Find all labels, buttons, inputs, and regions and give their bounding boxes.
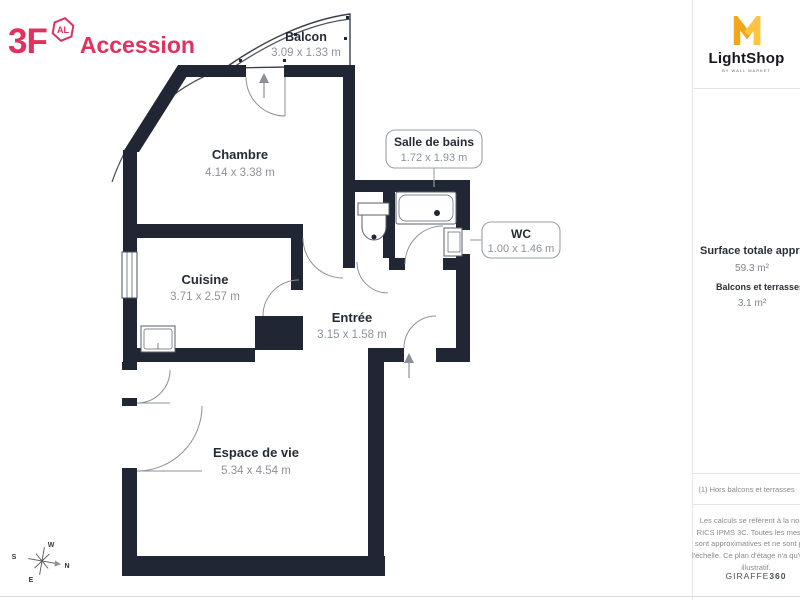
callout-wc: WC 1.00 x 1.46 m [470, 221, 561, 259]
giraffe360-credit: GIRAFFE360 [692, 571, 800, 581]
sdb-dims: 1.72 x 1.93 m [401, 152, 468, 164]
surface-total-title: Surface totale approximative [700, 245, 800, 257]
credit-bold: 360 [769, 571, 787, 581]
compass-n: N [64, 563, 69, 570]
chambre-name: Chambre [212, 147, 268, 162]
room-label-entree: Entrée 3.15 x 1.58 m [317, 310, 387, 341]
callout-salle-de-bains: Salle de bains 1.72 x 1.93 m [385, 129, 483, 187]
espace-name: Espace de vie [213, 445, 299, 460]
wc-name: WC [511, 227, 531, 241]
compass-w: W [48, 542, 55, 549]
brand-3f-wordmark: 3F [8, 22, 48, 61]
surface-total-value: 59.3 m² [735, 263, 769, 274]
walls [122, 65, 470, 576]
north-pointer [54, 560, 61, 567]
terrace-value: 3.1 m² [737, 298, 767, 309]
terrace-title: Balcons et terrasses [715, 282, 800, 292]
sdb-name: Salle de bains [394, 135, 474, 149]
balcony-arrow [259, 73, 269, 98]
sidebar-divider [692, 0, 693, 600]
door-arcs [136, 76, 444, 472]
room-label-cuisine: Cuisine 3.71 x 2.57 m [170, 272, 240, 303]
balcon-name: Balcon [285, 30, 327, 44]
floorplan-drawing: Balcon 3.09 x 1.33 m Chambre 4.14 x 3.38… [12, 13, 561, 584]
cuisine-name: Cuisine [182, 272, 229, 287]
wc-dims: 1.00 x 1.46 m [488, 243, 555, 255]
disclaimer-text: Les calculs se réfèrent à la norme RICS … [692, 516, 800, 572]
balcony-railing [227, 18, 351, 72]
footnote-text: (1) Hors balcons et terrasses [698, 484, 795, 494]
cuisine-dims: 3.71 x 2.57 m [170, 291, 240, 303]
toilet [357, 202, 390, 241]
espace-dims: 5.34 x 4.54 m [221, 465, 291, 477]
compass-s: S [12, 554, 17, 561]
balcon-dims: 3.09 x 1.33 m [271, 47, 341, 59]
compass-e: E [29, 577, 34, 584]
page-bottom-border [0, 596, 800, 597]
window-kitchen [121, 251, 138, 299]
room-label-chambre: Chambre 4.14 x 3.38 m [205, 147, 275, 179]
badge-text: AL [57, 25, 69, 35]
kitchen-sink [140, 325, 176, 353]
compass-rose: N E S W [12, 542, 70, 584]
entree-dims: 3.15 x 1.58 m [317, 329, 387, 341]
lightshop-wordmark: LightShop [708, 49, 785, 67]
room-label-balcon: Balcon 3.09 x 1.33 m [271, 30, 341, 59]
lightshop-logo: LightShop BY WALL MARKET [693, 0, 800, 89]
washbasin [443, 227, 463, 257]
chambre-dims: 4.14 x 3.38 m [205, 167, 275, 179]
brand-accession-wordmark: Accession [79, 32, 195, 58]
hexagon-badge-icon: AL [50, 16, 76, 43]
brand-3f-accession: 3F AL Accession [8, 16, 195, 59]
balcony-floor [222, 13, 351, 69]
room-label-espace-de-vie: Espace de vie 5.34 x 4.54 m [213, 445, 299, 477]
footnote-box: (1) Hors balcons et terrasses [693, 473, 800, 505]
lightshop-tagline: BY WALL MARKET [722, 67, 771, 73]
dimension-ticks [239, 16, 404, 354]
lightshop-mark-icon [733, 15, 760, 45]
credit-brand: GIRAFFE [725, 571, 770, 581]
entry-arrow [404, 353, 414, 378]
entree-name: Entrée [332, 310, 372, 325]
bathtub [395, 191, 457, 225]
